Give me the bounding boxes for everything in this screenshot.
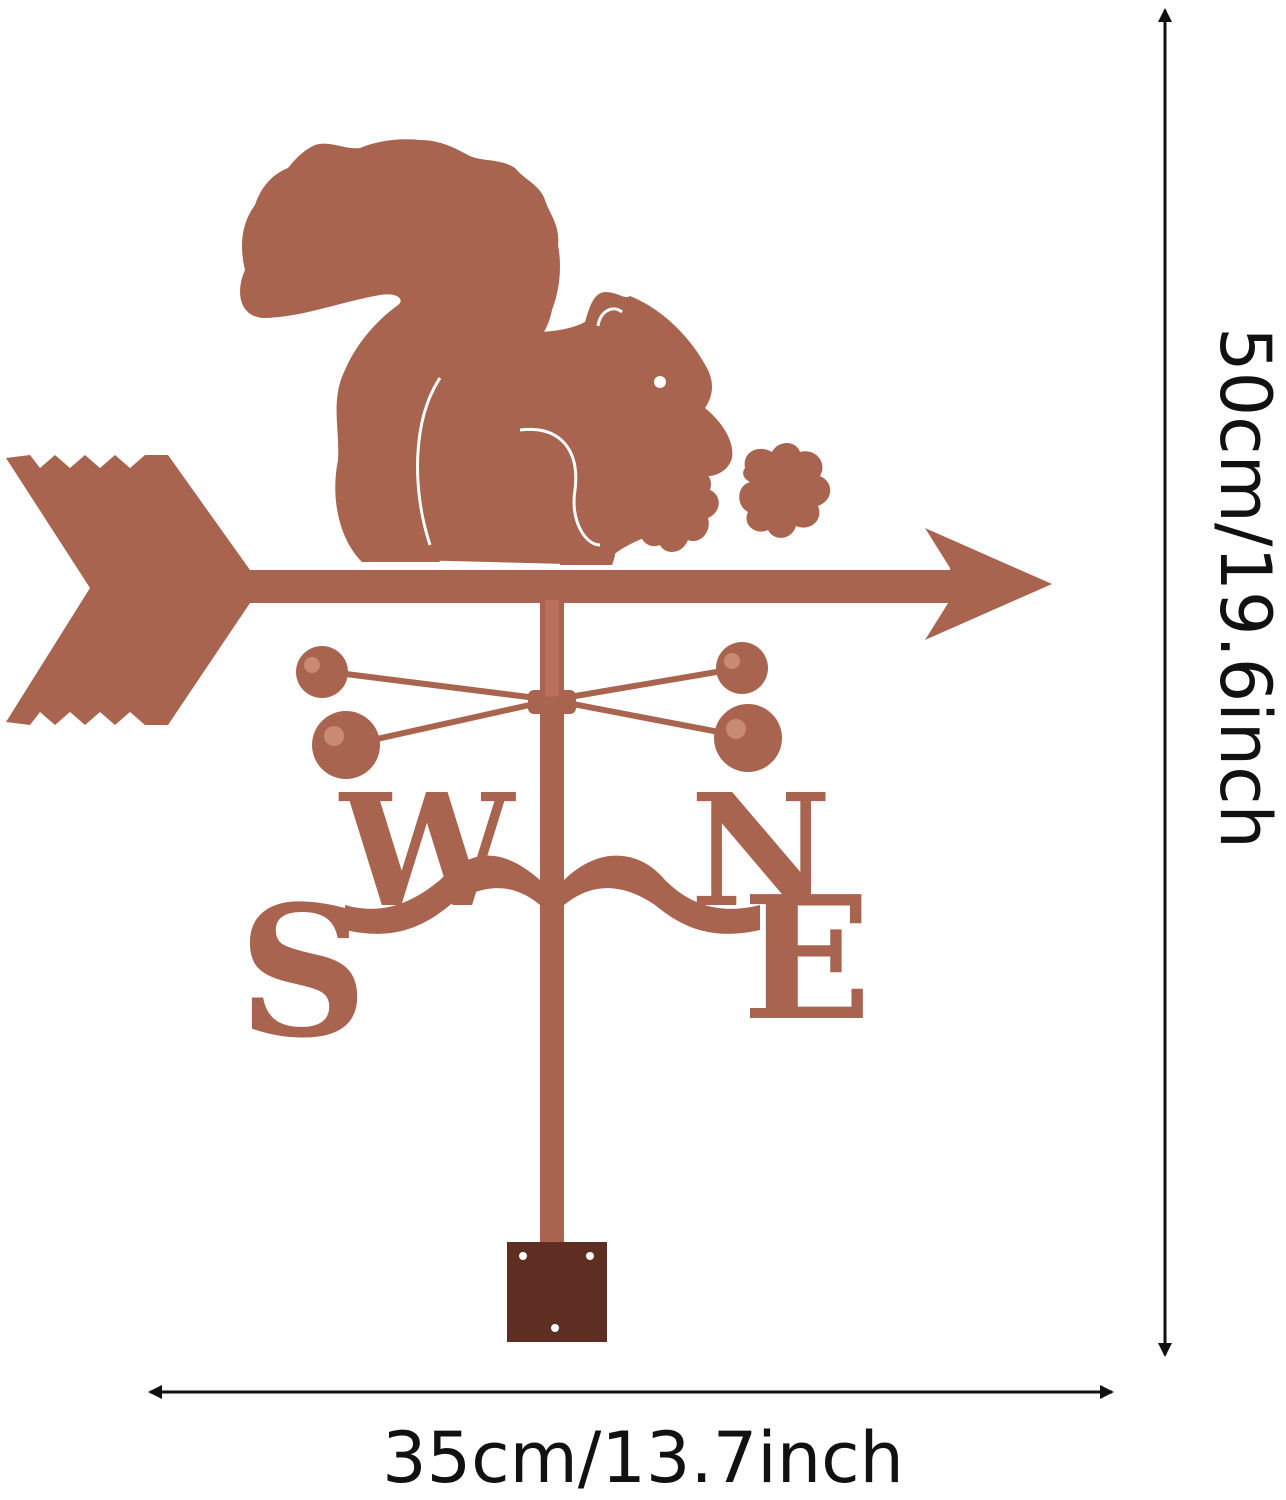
compass-letter-n: N (690, 759, 832, 942)
arrow-shaft (250, 570, 950, 603)
compass-arm-right (564, 855, 760, 934)
squirrel-leg-line (416, 377, 442, 546)
squirrel-tail (240, 139, 560, 563)
squirrel-ear-line (596, 307, 623, 327)
compass-letter-s: S (238, 867, 368, 1078)
width-dimension-label: 35cm/13.7inch (382, 1417, 904, 1499)
squirrel-eye (654, 376, 666, 388)
arrow-head (925, 528, 1052, 640)
wind-cups (296, 642, 782, 779)
squirrel-haunch-line (519, 427, 601, 547)
oak-leaf-left (631, 466, 719, 552)
mast-upper (545, 600, 559, 700)
squirrel-feet (560, 528, 616, 565)
compass-letter-e: E (742, 859, 872, 1059)
height-dimension-label: 50cm/19.6inch (1204, 327, 1286, 849)
arrow-tail (6, 455, 250, 725)
compass-arm-left (345, 855, 540, 934)
oak-leaf-right (739, 443, 831, 538)
compass-letter-w: W (338, 759, 516, 942)
